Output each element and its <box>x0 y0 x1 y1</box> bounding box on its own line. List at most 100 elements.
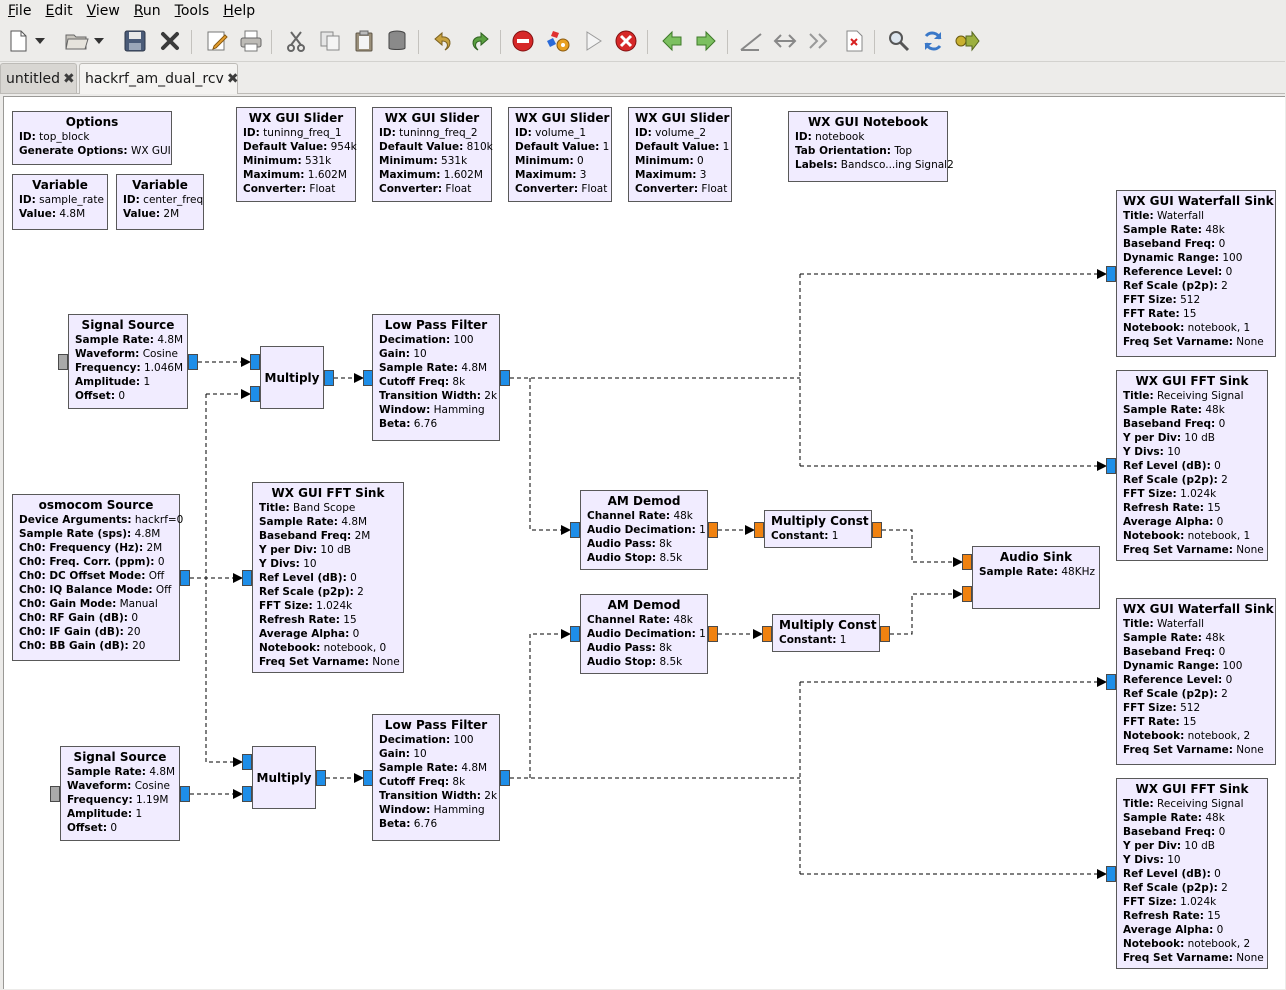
generate-icon[interactable] <box>545 28 571 54</box>
message-port[interactable] <box>58 354 68 370</box>
new-icon[interactable] <box>5 28 31 54</box>
play-icon[interactable] <box>580 28 606 54</box>
complex-port[interactable] <box>324 370 334 386</box>
complex-port[interactable] <box>500 770 510 786</box>
complex-port[interactable] <box>180 786 190 802</box>
stop-icon[interactable] <box>510 28 536 54</box>
connection-wire[interactable] <box>529 629 571 778</box>
complex-port[interactable] <box>570 626 580 642</box>
complex-port[interactable] <box>363 770 373 786</box>
complex-port[interactable] <box>180 570 190 586</box>
block-param: Channel Rate: 48k <box>587 509 701 523</box>
complex-port[interactable] <box>242 570 252 586</box>
connection-wire[interactable] <box>205 394 243 767</box>
kill-icon[interactable] <box>613 28 639 54</box>
reload-icon[interactable] <box>920 28 946 54</box>
dropdown-arrow-icon[interactable] <box>92 28 106 54</box>
complex-port[interactable] <box>1106 266 1116 282</box>
tab-untitled[interactable]: untitled ✖ <box>0 63 77 93</box>
close-icon[interactable] <box>157 28 183 54</box>
copy-icon[interactable] <box>317 28 343 54</box>
cut-icon[interactable] <box>283 28 309 54</box>
menu-help[interactable]: Help <box>223 3 256 19</box>
complex-port[interactable] <box>316 770 326 786</box>
undo-icon[interactable] <box>431 28 457 54</box>
block-mult1[interactable]: Multiply <box>260 346 324 409</box>
complex-port[interactable] <box>242 754 252 770</box>
forward-icon[interactable] <box>693 28 719 54</box>
float-port[interactable] <box>762 626 772 642</box>
float-port[interactable] <box>754 522 764 538</box>
complex-port[interactable] <box>570 522 580 538</box>
complex-port[interactable] <box>250 354 260 370</box>
complex-port[interactable] <box>1106 866 1116 882</box>
menu-edit[interactable]: Edit <box>45 3 73 19</box>
float-port[interactable] <box>708 522 718 538</box>
float-port[interactable] <box>962 554 972 570</box>
connection-wire[interactable] <box>882 529 963 567</box>
menu-file[interactable]: File <box>8 3 32 19</box>
complex-port[interactable] <box>250 386 260 402</box>
menu-run[interactable]: Run <box>133 3 161 19</box>
complex-port[interactable] <box>363 370 373 386</box>
raise-icon[interactable] <box>954 28 980 54</box>
float-port[interactable] <box>708 626 718 642</box>
close-icon[interactable]: ✖ <box>226 71 239 87</box>
delete-icon[interactable] <box>384 28 410 54</box>
edit-icon[interactable] <box>204 28 230 54</box>
rotate-ccw-icon[interactable] <box>738 28 764 54</box>
close-icon[interactable]: ✖ <box>63 70 75 87</box>
find-icon[interactable] <box>886 28 912 54</box>
menu-tools[interactable]: Tools <box>174 3 210 19</box>
rotate-cw-icon[interactable] <box>772 28 798 54</box>
connection-wire[interactable] <box>890 589 963 635</box>
disable-icon[interactable] <box>841 28 867 54</box>
save-icon[interactable] <box>122 28 148 54</box>
float-port[interactable] <box>872 522 882 538</box>
open-icon[interactable] <box>64 28 90 54</box>
dropdown-arrow-icon[interactable] <box>33 28 47 54</box>
complex-port[interactable] <box>242 786 252 802</box>
float-port[interactable] <box>880 626 890 642</box>
redo-icon[interactable] <box>466 28 492 54</box>
connection-wire[interactable] <box>529 378 571 535</box>
message-port[interactable] <box>50 786 60 802</box>
tab-hackrf-am-dual-rcv[interactable]: hackrf_am_dual_rcv ✖ <box>79 63 239 94</box>
paste-icon[interactable] <box>351 28 377 54</box>
float-port[interactable] <box>962 586 972 602</box>
back-icon[interactable] <box>659 28 685 54</box>
complex-port[interactable] <box>500 370 510 386</box>
block-mult2[interactable]: Multiply <box>252 746 316 809</box>
complex-port[interactable] <box>1106 458 1116 474</box>
block-title: AM Demod <box>607 598 681 612</box>
bypass-icon[interactable] <box>806 28 832 54</box>
menu-view[interactable]: View <box>86 3 120 19</box>
complex-port[interactable] <box>1106 674 1116 690</box>
complex-port[interactable] <box>188 354 198 370</box>
print-icon[interactable] <box>238 28 264 54</box>
